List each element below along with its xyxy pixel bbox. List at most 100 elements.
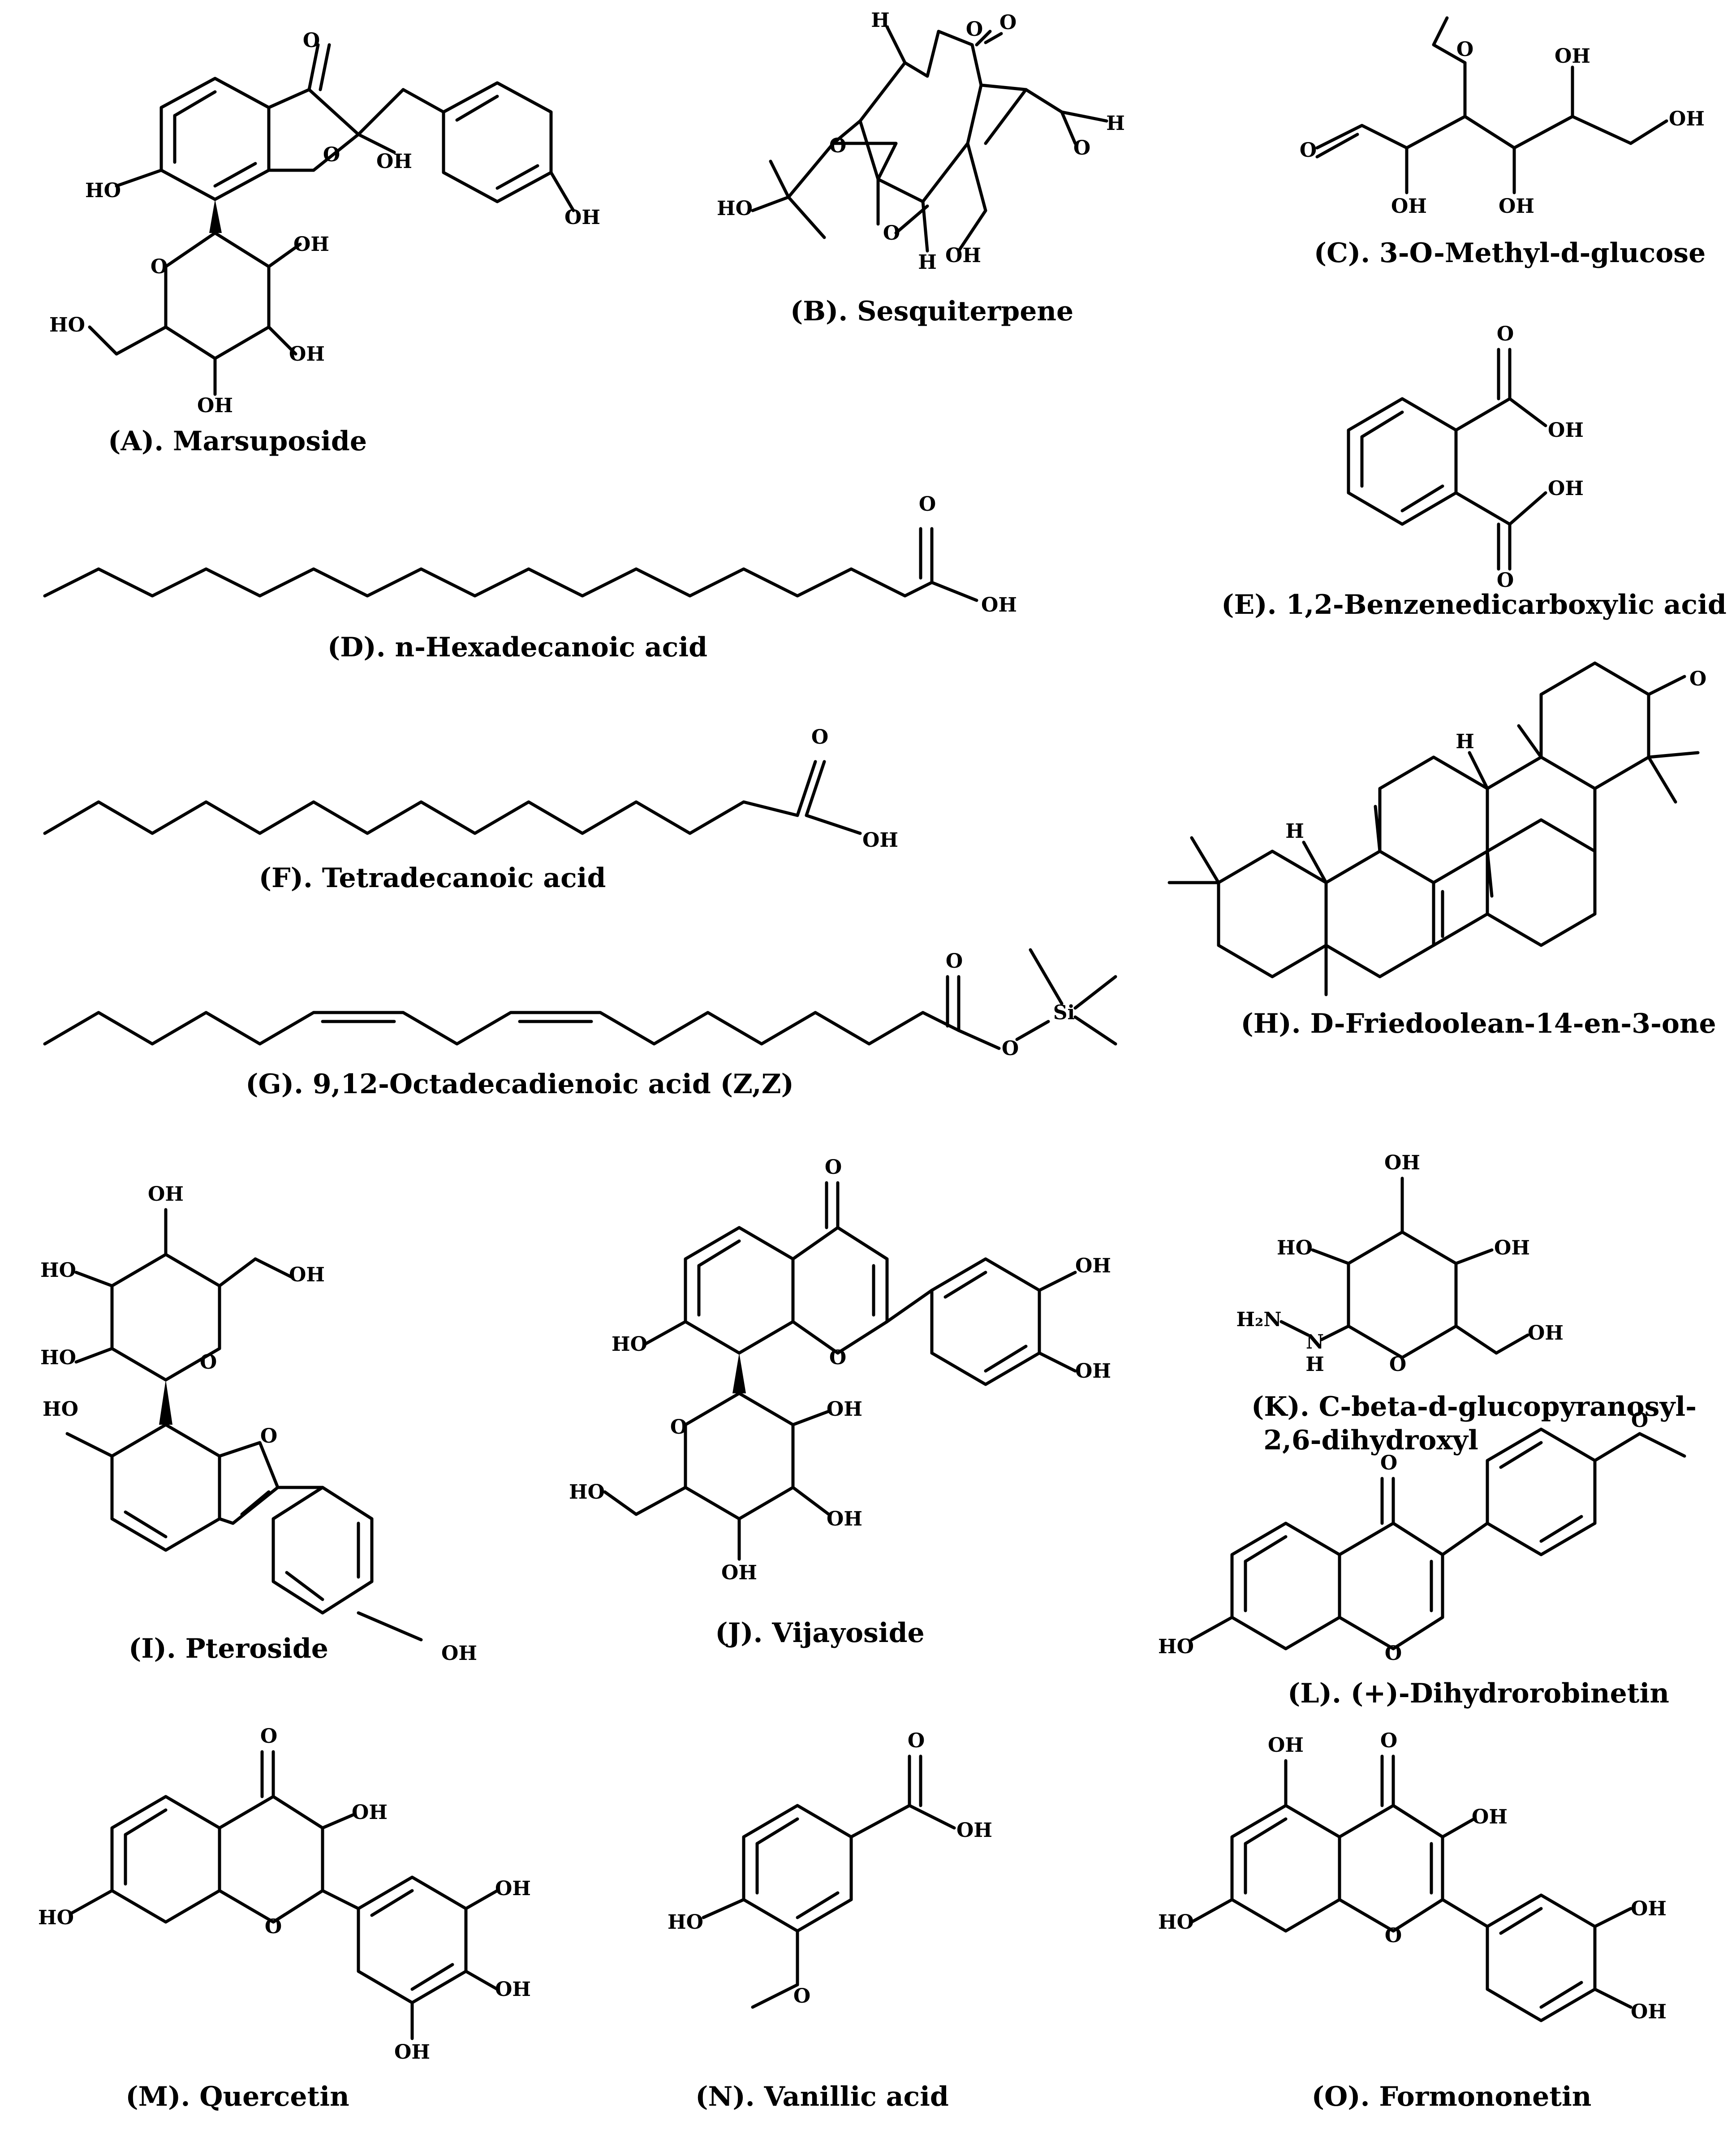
structure-j: O O OH OH HO O OH OH OH HO (J). Vijayosi… [569,1156,1111,1649]
atom-label: OH [376,150,412,173]
caption-n: (N). Vanillic acid [695,2081,949,2112]
atom-label: OH [1548,477,1584,500]
structure-g: O O Si (G). 9,12-Octadecadienoic acid (Z… [43,948,1117,1100]
atom-label: OH [495,1978,531,2001]
caption-e: (E). 1,2-Benzenedicarboxylic acid [1221,589,1727,621]
atom-label: N [1306,1331,1324,1353]
atom-label: OH [956,1819,992,1842]
atom-label: O [793,1985,810,2008]
atom-label: HO [1158,1911,1194,1934]
caption-l: (L). (+)-Dihydrorobinetin [1288,1678,1669,1709]
caption-k: (K). C-beta-d-glucopyranosyl- [1251,1391,1697,1422]
caption-o: (O). Formononetin [1312,2081,1592,2112]
atom-label: OH [293,233,329,256]
atom-label: O [966,18,983,41]
atom-label: OH [394,2041,430,2064]
structure-o: OH O OH O HO OH OH (O). Formononetin [1158,1729,1667,2112]
atom-label: H [871,9,890,32]
atom-label: H [1106,112,1125,135]
atom-label: O [1631,1409,1648,1432]
atom-label: OH [1391,195,1427,218]
atom-label: HO [668,1911,703,1934]
atom-label: OH [289,343,325,366]
atom-label: OH [1528,1322,1564,1345]
caption-f: (F). Tetradecanoic acid [259,862,606,894]
atom-label: O [303,29,320,52]
atom-label: OH [495,1877,531,1900]
structure-k: OH HO OH H₂N N H O OH (K). C-beta-d-gluc… [1236,1151,1697,1456]
atom-label: O [946,950,963,973]
atom-label: OH [1499,195,1534,218]
atom-label: O [829,1346,846,1369]
atom-label: OH [441,1642,477,1665]
structure-h: H H O (H). D-Friedoolean-14-en-3-one [1167,661,1716,1039]
structure-l: O O O HO (L). (+)-Dihydrorobinetin [1158,1409,1686,1709]
atom-label: H [918,251,937,274]
atom-label: OH [1548,419,1584,442]
structure-c: O O OH OH OH OH (C). 3-O-Methyl-d-glucos… [1300,16,1706,269]
atom-label: Si [1053,1001,1075,1024]
atom-label: O [265,1915,282,1938]
atom-label: O [1380,1452,1397,1474]
atom-label: OH [1472,1806,1508,1828]
atom-label: OH [945,244,981,267]
atom-label: OH [827,1508,862,1530]
atom-label: O [200,1351,217,1374]
atom-label: HO [1158,1635,1194,1658]
caption-b: (B). Sesquiterpene [790,296,1073,327]
atom-label: OH [721,1561,757,1584]
atom-label: OH [1631,2000,1667,2023]
atom-label: O [883,222,900,245]
atom-label: OH [1384,1151,1420,1174]
caption-i: (I). Pteroside [129,1633,328,1664]
atom-label: HO [38,1906,74,1929]
atom-label: OH [1075,1254,1111,1277]
structure-n: O OH HO O (N). Vanillic acid [668,1729,992,2112]
atom-label: OH [1494,1237,1530,1259]
atom-label: OH [564,206,600,229]
atom-label: HO [1277,1237,1313,1259]
atom-label: HO [717,197,753,220]
atom-label: O [1002,1037,1019,1060]
atom-label: O [260,1425,277,1448]
atom-label: HO [569,1481,605,1504]
atom-label: O [1385,1924,1402,1947]
atom-label: O [1456,38,1473,61]
atom-label: HO [43,1398,78,1421]
atom-label: OH [148,1183,184,1206]
caption-k-line2: 2,6-dihydroxyl [1263,1425,1478,1456]
structure-e: O OH OH O (E). 1,2-Benzenedicarboxylic a… [1221,323,1727,621]
atom-label: O [811,726,828,749]
atom-label: O [1497,569,1514,592]
caption-c: (C). 3-O-Methyl-d-glucose [1314,237,1706,269]
atom-label: OH [1555,45,1590,68]
atom-label: HO [612,1333,647,1356]
atom-label: O [908,1729,925,1752]
atom-label: O [999,11,1017,34]
structure-m: O OH O OH OH OH HO (M). Quercetin [38,1725,531,2112]
atom-label: OH [981,594,1017,616]
atom-label: O [1689,668,1706,690]
atom-label: O [260,1725,277,1748]
structure-f: O OH (F). Tetradecanoic acid [43,726,898,894]
atom-label: HO [40,1346,76,1369]
structure-a: O O OH OH HO O OH OH OH HO (A). Marsupos… [49,29,600,457]
atom-label: O [829,134,846,157]
atom-label: OH [1075,1360,1111,1383]
atom-label: OH [827,1398,862,1421]
atom-label: O [919,493,936,516]
atom-label: O [1300,139,1317,162]
atom-label: OH [289,1263,325,1286]
atom-label: OH [862,829,898,852]
atom-label: OH [197,394,233,417]
atom-label: OH [352,1801,388,1824]
atom-label: O [1385,1642,1402,1665]
atom-label: H [1456,730,1474,753]
caption-g: (G). 9,12-Octadecadienoic acid (Z,Z) [246,1069,794,1100]
atom-label: HO [40,1259,76,1282]
structure-b: H O O O H O HO O OH H (B). Sesquiterpene [717,9,1125,327]
caption-j: (J). Vijayoside [715,1617,924,1649]
atom-label: O [151,255,168,278]
